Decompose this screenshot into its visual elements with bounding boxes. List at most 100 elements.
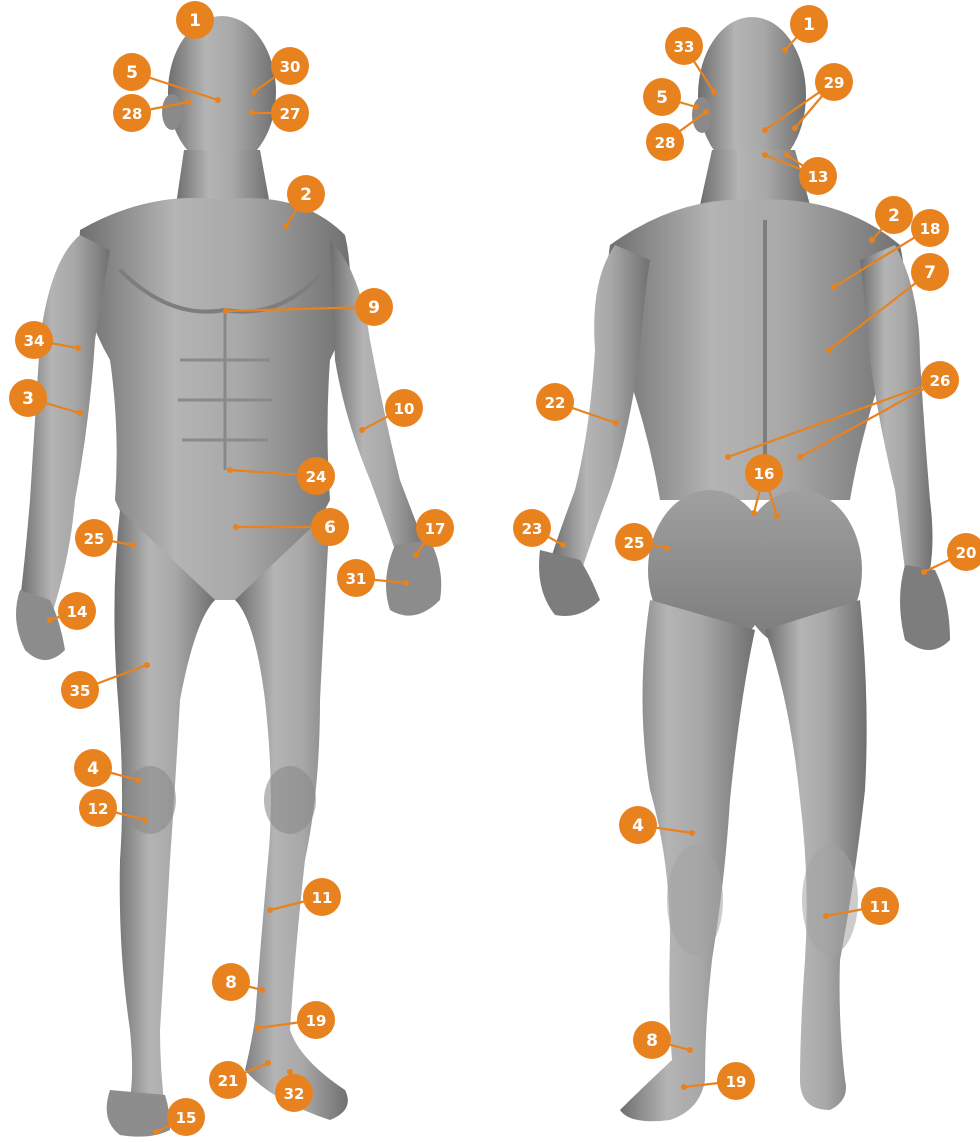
marker-badge-19[interactable]: 19: [297, 1001, 335, 1039]
leader-dot: [687, 1047, 693, 1053]
marker-badge-11[interactable]: 11: [303, 878, 341, 916]
leader-dot: [283, 223, 289, 229]
leader-dot: [681, 1084, 687, 1090]
marker-badge-13[interactable]: 13: [799, 157, 837, 195]
marker-badge-18[interactable]: 18: [911, 209, 949, 247]
marker-badge-25[interactable]: 25: [75, 519, 113, 557]
leader-dot: [869, 237, 875, 243]
marker-badge-7[interactable]: 7: [911, 253, 949, 291]
front-hand-right: [386, 540, 441, 616]
leader-dot: [144, 662, 150, 668]
marker-badge-4[interactable]: 4: [619, 806, 657, 844]
leader-dot: [359, 427, 365, 433]
leader-dot: [664, 545, 670, 551]
leader-dot: [792, 125, 798, 131]
marker-badge-10[interactable]: 10: [385, 389, 423, 427]
badge-number: 4: [632, 816, 644, 836]
leader-dot: [762, 152, 768, 158]
marker-badge-20[interactable]: 20: [947, 533, 980, 571]
leader-dot: [223, 308, 229, 314]
marker-badge-25[interactable]: 25: [615, 523, 653, 561]
leader-dot: [921, 569, 927, 575]
marker-badge-33[interactable]: 33: [665, 27, 703, 65]
leader-dot: [782, 47, 788, 53]
leader-dot: [725, 454, 731, 460]
leader-dot: [130, 542, 136, 548]
front-arm-left: [20, 235, 110, 620]
marker-badge-4[interactable]: 4: [74, 749, 112, 787]
back-figure: [539, 17, 950, 1121]
back-hand-left: [539, 550, 600, 616]
marker-badge-11[interactable]: 11: [861, 887, 899, 925]
leader-dot: [249, 110, 255, 116]
badge-number: 16: [754, 465, 775, 483]
marker-badge-5[interactable]: 5: [643, 78, 681, 116]
badge-number: 5: [126, 63, 138, 83]
marker-badge-1[interactable]: 1: [790, 5, 828, 43]
marker-badge-35[interactable]: 35: [61, 671, 99, 709]
marker-badge-28[interactable]: 28: [646, 123, 684, 161]
badge-number: 34: [24, 332, 45, 350]
marker-badge-19[interactable]: 19: [717, 1062, 755, 1100]
badge-number: 5: [656, 88, 668, 108]
leader-dot: [751, 510, 757, 516]
marker-badge-34[interactable]: 34: [15, 321, 53, 359]
leader-dot: [265, 1060, 271, 1066]
badge-number: 17: [425, 520, 446, 538]
badge-number: 29: [824, 74, 845, 92]
badge-number: 1: [803, 15, 815, 35]
badge-number: 8: [225, 973, 237, 993]
leader-dot: [689, 830, 695, 836]
marker-badge-9[interactable]: 9: [355, 288, 393, 326]
leader-dot: [613, 420, 619, 426]
badge-number: 35: [70, 682, 91, 700]
badge-number: 2: [300, 185, 312, 205]
badge-number: 25: [84, 530, 105, 548]
marker-badge-23[interactable]: 23: [513, 509, 551, 547]
marker-badge-3[interactable]: 3: [9, 379, 47, 417]
marker-badge-24[interactable]: 24: [297, 457, 335, 495]
marker-badge-16[interactable]: 16: [745, 454, 783, 492]
back-hand-right: [900, 565, 950, 650]
marker-badge-32[interactable]: 32: [275, 1074, 313, 1112]
marker-badge-28[interactable]: 28: [113, 94, 151, 132]
front-knee-right: [264, 766, 316, 834]
badge-number: 15: [176, 1109, 197, 1127]
marker-badge-31[interactable]: 31: [337, 559, 375, 597]
badge-number: 18: [920, 220, 941, 238]
marker-badge-17[interactable]: 17: [416, 509, 454, 547]
marker-badge-8[interactable]: 8: [633, 1021, 671, 1059]
leader-dot: [403, 580, 409, 586]
marker-badge-26[interactable]: 26: [921, 361, 959, 399]
leader-dot: [831, 284, 837, 290]
back-calf-right: [802, 845, 858, 955]
marker-badge-6[interactable]: 6: [311, 508, 349, 546]
front-ear: [162, 94, 182, 130]
badge-number: 22: [545, 394, 566, 412]
marker-badge-1[interactable]: 1: [176, 1, 214, 39]
leader-dot: [251, 89, 257, 95]
marker-badge-15[interactable]: 15: [167, 1098, 205, 1136]
badge-number: 27: [280, 105, 301, 123]
marker-badge-5[interactable]: 5: [113, 53, 151, 91]
marker-badge-30[interactable]: 30: [271, 47, 309, 85]
badge-number: 11: [312, 889, 333, 907]
badge-number: 26: [930, 372, 951, 390]
badge-number: 6: [324, 518, 336, 538]
badge-number: 24: [306, 468, 327, 486]
marker-badge-22[interactable]: 22: [536, 383, 574, 421]
marker-badge-2[interactable]: 2: [875, 196, 913, 234]
leader-dot: [215, 97, 221, 103]
marker-badge-12[interactable]: 12: [79, 789, 117, 827]
marker-badge-27[interactable]: 27: [271, 94, 309, 132]
marker-badge-21[interactable]: 21: [209, 1061, 247, 1099]
leader-dot: [826, 347, 832, 353]
badge-number: 10: [394, 400, 415, 418]
marker-badge-29[interactable]: 29: [815, 63, 853, 101]
badge-number: 23: [522, 520, 543, 538]
badge-number: 7: [924, 263, 936, 283]
marker-badge-8[interactable]: 8: [212, 963, 250, 1001]
marker-badge-14[interactable]: 14: [58, 592, 96, 630]
back-calf-left: [667, 845, 723, 955]
marker-badge-2[interactable]: 2: [287, 175, 325, 213]
